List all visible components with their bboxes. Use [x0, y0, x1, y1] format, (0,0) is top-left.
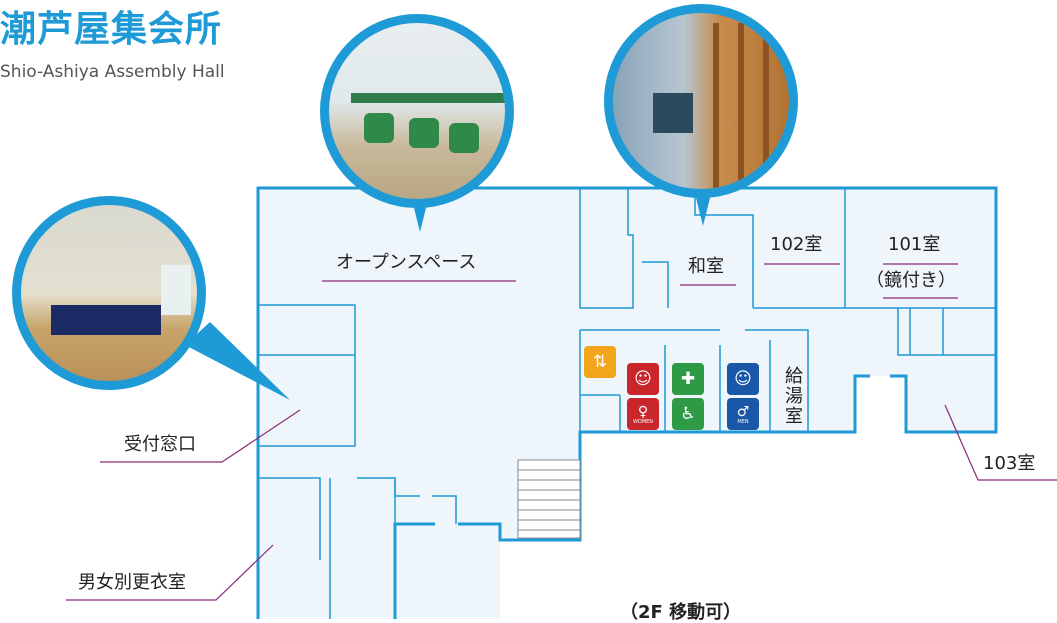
- room-label-103: 103室: [983, 453, 1036, 474]
- room-label-washitsu: 和室: [688, 256, 724, 277]
- men-sign-text: MEN: [737, 418, 749, 425]
- room-label-reception: 受付窓口: [124, 434, 196, 455]
- room-label-open-space: オープンスペース: [336, 252, 477, 273]
- stairs: [517, 459, 581, 539]
- room-label-kitchen: 給湯室: [782, 366, 803, 426]
- elevator-icon: ⇅: [584, 346, 616, 378]
- leader-lines: [66, 263, 1057, 601]
- room-label-101: 101室: [888, 234, 941, 255]
- men-restroom-icon: ♂MEN: [727, 398, 759, 430]
- first-aid-icon: ✚: [672, 363, 704, 395]
- accessible-restroom-icon: ♿: [672, 398, 704, 430]
- interior-walls: [258, 188, 996, 619]
- photo-open-space: [320, 14, 514, 208]
- women-sign-text: WOMEN: [632, 418, 654, 425]
- room-label-changing: 男女別更衣室: [78, 572, 186, 593]
- men-baby-changing-icon: ☺: [727, 363, 759, 395]
- page-subtitle: Shio-Ashiya Assembly Hall: [0, 62, 225, 82]
- room-label-102: 102室: [770, 234, 823, 255]
- photo-reception: [12, 196, 206, 390]
- room-label-101-note: （鏡付き）: [866, 270, 956, 291]
- photo-washitsu: [604, 4, 798, 198]
- page-title: 潮芦屋集会所: [0, 9, 223, 50]
- women-baby-changing-icon: ☺: [627, 363, 659, 395]
- stairs-note: （2F 移動可）: [620, 602, 742, 623]
- women-restroom-icon: ♀WOMEN: [627, 398, 659, 430]
- pointer-reception: [185, 322, 290, 400]
